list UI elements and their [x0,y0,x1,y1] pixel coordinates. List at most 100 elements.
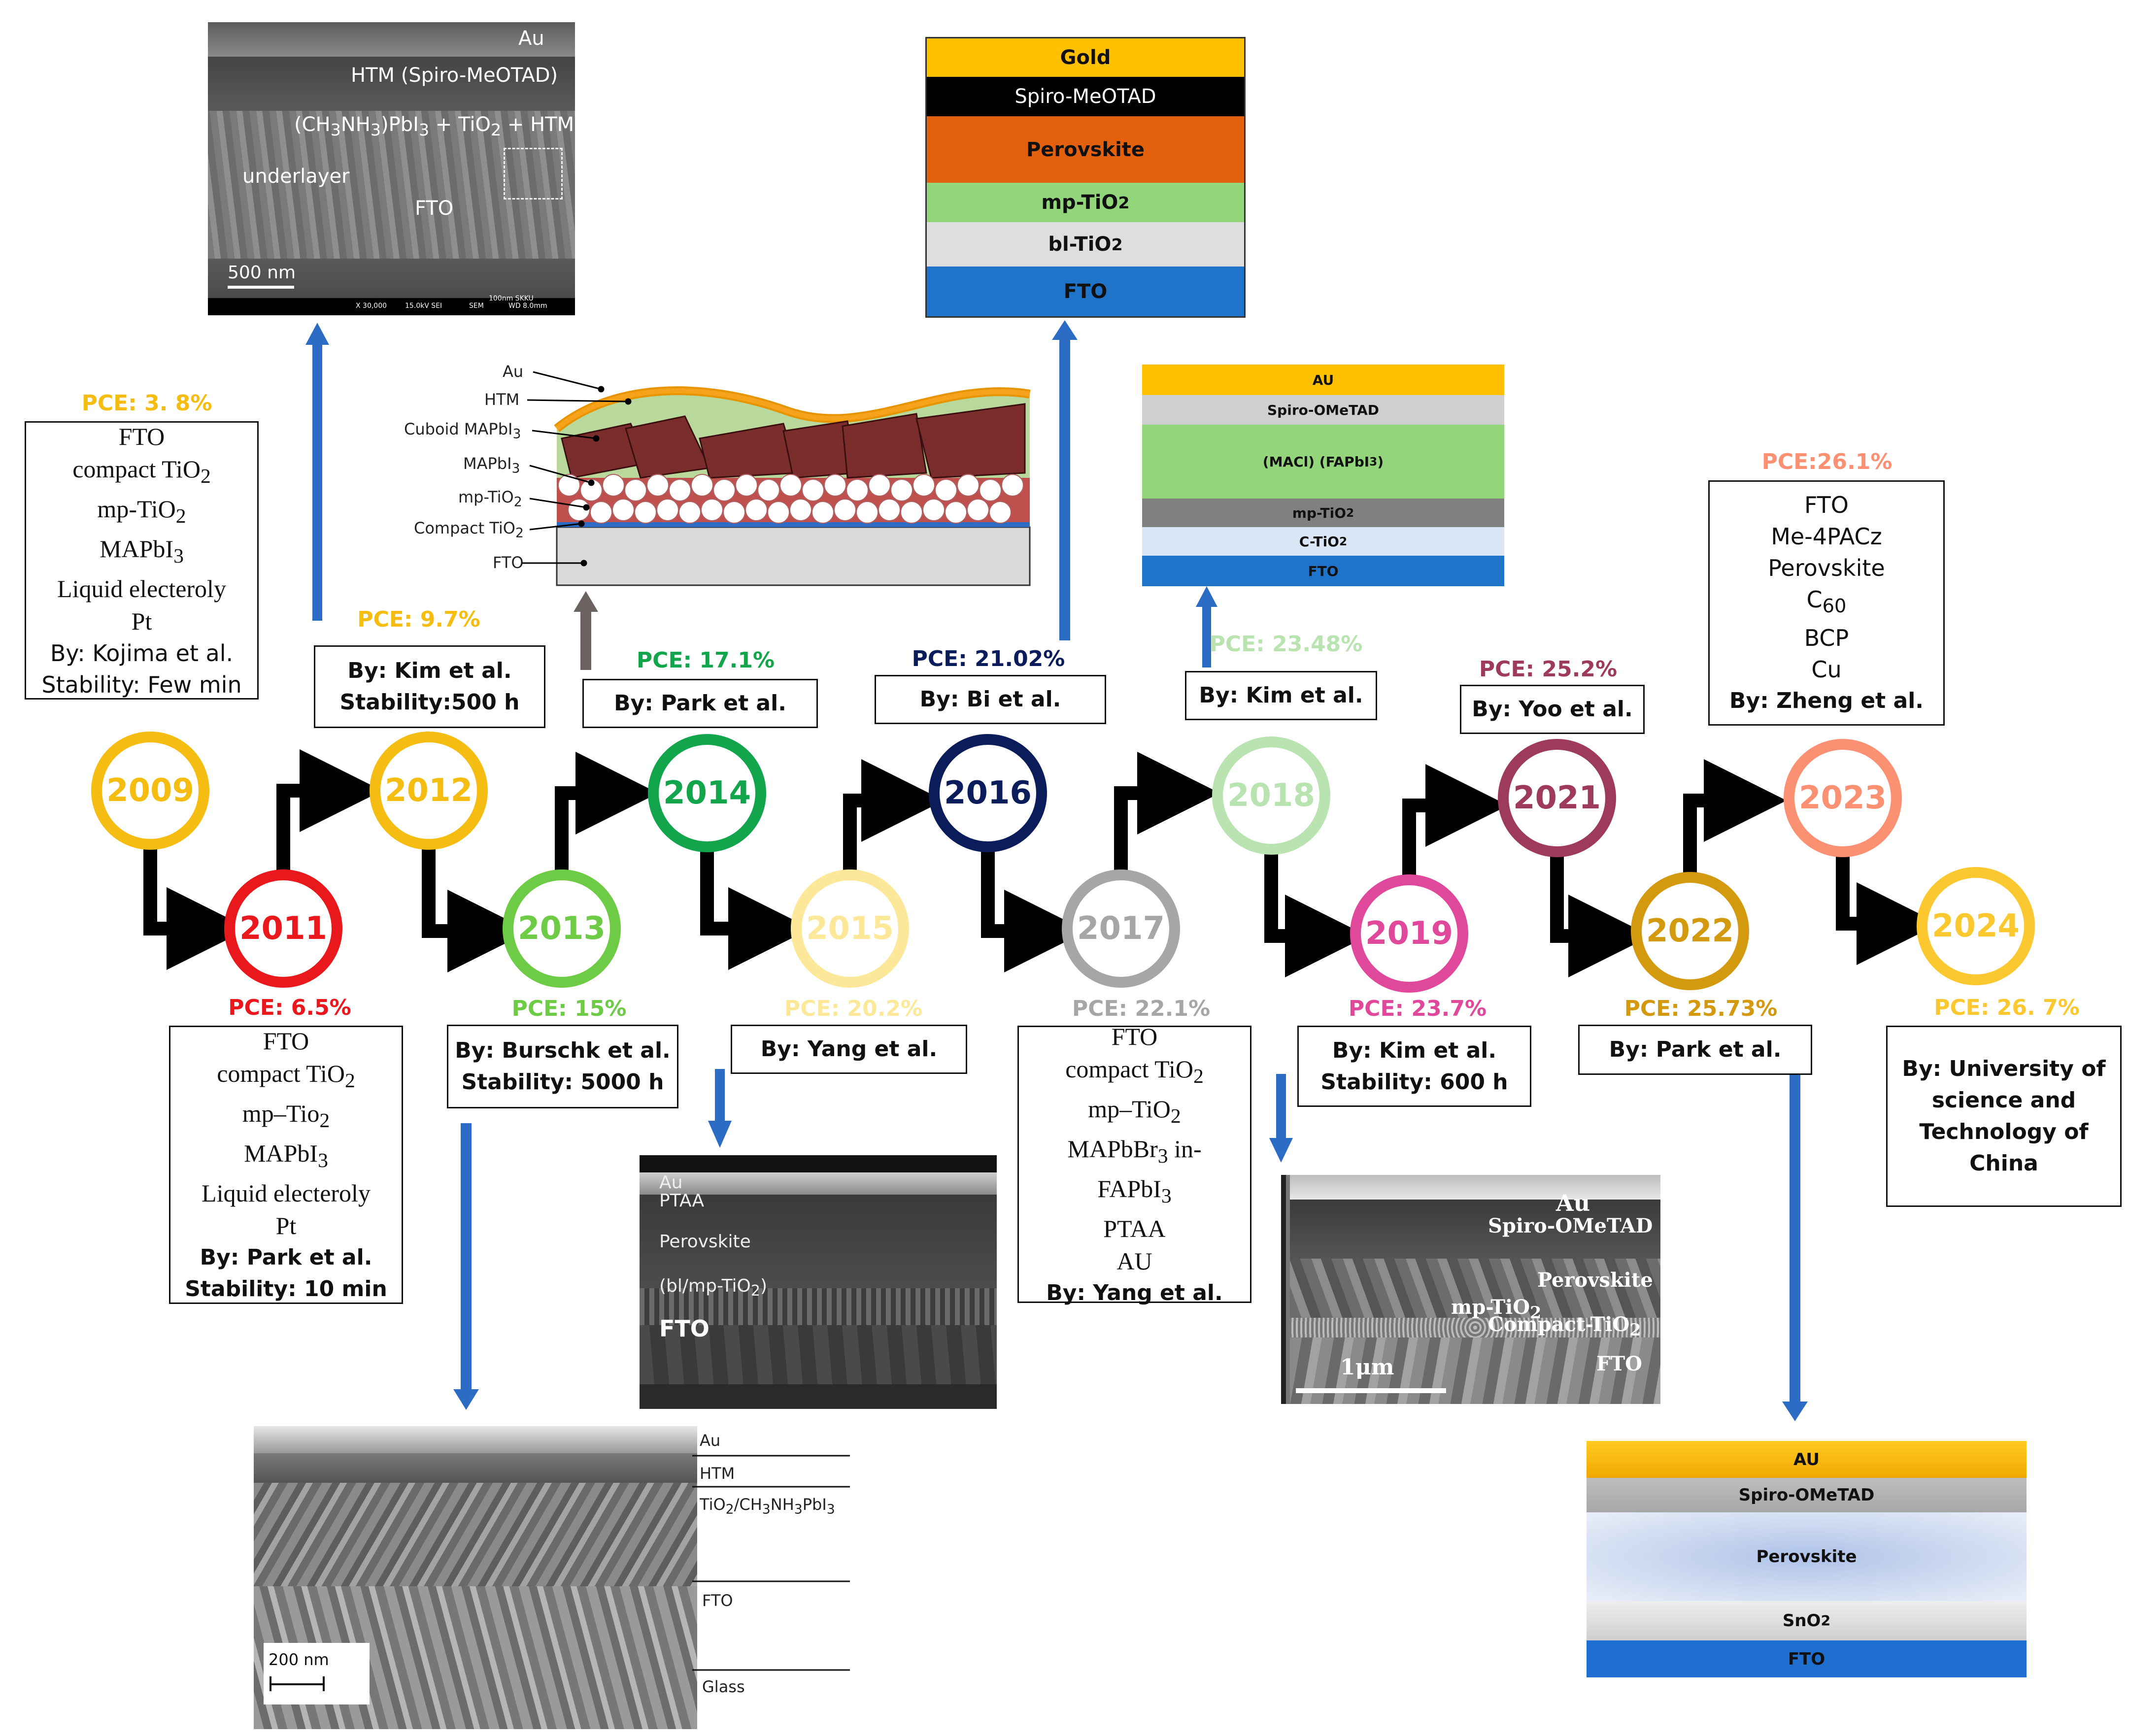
stack-layer-gold: Gold [927,38,1244,77]
gray-arrow-2014 [574,591,598,670]
info-box-2021: By: Yoo et al. [1460,685,1645,734]
blue-arrows [305,320,1808,1421]
stack-layer-au: AU [1587,1441,2027,1478]
info-box-2016: By: Bi et al. [875,675,1106,724]
connector-2012-2013 [422,847,530,972]
layer-fto: FTO [118,423,165,450]
layer-fto: FTO [1111,1022,1158,1050]
sem-label-au: Au [1556,1190,1590,1216]
author-text: By: Park et al. [1609,1037,1782,1062]
sem-image-2013: 200 nm [254,1426,697,1729]
layer-bcp: BCP [1804,625,1849,652]
layer-mapbi3: MAPbI3 [100,535,184,568]
stack-layer-spiro: Spiro-OMeTAD [1587,1478,2027,1512]
sem-label-perovskite: Perovskite [659,1232,751,1252]
schematic-label-htm: HTM [484,390,520,409]
year-label-2022: 2022 [1646,913,1734,949]
author-text: By: Yoo et al. [1472,697,1633,722]
layer-mapbbr3: MAPbBr3 in- [1067,1135,1202,1168]
sem-image-2015: Au PTAA Perovskite (bl/mp-TiO2) FTO [640,1155,997,1409]
pce-2021: PCE: 25.2% [1479,657,1618,682]
year-label-2018: 2018 [1227,777,1316,814]
year-label-2013: 2013 [517,910,606,947]
author-text: By: Park et al. [200,1245,372,1270]
layer-me-4pacz: Me-4PACz [1771,523,1882,550]
sem-label-htm: HTM [700,1464,735,1483]
sem-label-mixture: TiO2/CH3NH3PbI3 [700,1495,835,1517]
sem-label-spiro: Spiro-OMeTAD [1488,1214,1653,1237]
stack-layer-fto: FTO [1142,556,1504,586]
pce-2013: PCE: 15% [511,996,627,1021]
stack-layer-spiro: Spiro-MeOTAD [927,77,1244,116]
stack-layer-fto: FTO [1587,1640,2027,1677]
year-label-2021: 2021 [1513,780,1601,816]
layer-pt: Pt [131,607,152,635]
arrow-up-2016 [1052,320,1078,640]
stability-text: Stability: Few min [41,671,242,698]
author-text: By: Burschk et al. [455,1038,671,1063]
schematic-label-compact-tio2: Compact TiO2 [414,519,524,541]
author-text: By: Yang et al. [1046,1280,1223,1305]
layer-mp-tio2: mp-TiO2 [97,495,186,528]
arrow-up-2018 [1196,586,1217,668]
info-box-2022: By: Park et al. [1578,1025,1812,1075]
layer-c60: C60 [1806,586,1847,618]
info-box-2018: By: Kim et al. [1185,671,1377,720]
sem-scale-label: 500 nm [228,263,296,283]
year-label-2012: 2012 [384,772,473,809]
layer-electrolyte: Liquid electeroly [57,575,226,602]
sem-scale-bar [270,1683,324,1685]
arrow-down-2013 [453,1123,479,1410]
schematic-label-mapbi3: MAPbI3 [463,454,520,476]
sem-meta-mag: X 30,000 [356,302,387,310]
schematic-label-fto: FTO [493,553,524,572]
author-text-line3: Technology of [1919,1119,2089,1144]
author-text-line2: science and [1931,1088,2076,1113]
sem-meta-skku: 100nm SKKU [489,295,534,302]
info-box-2015: By: Yang et al. [731,1025,967,1074]
layer-compact-tio2: compact TiO2 [72,455,211,488]
year-label-2015: 2015 [806,910,894,947]
pce-2024: PCE: 26. 7% [1934,995,2080,1020]
author-text: By: Kim et al. [347,658,512,683]
sem-label-htm: HTM (Spiro-MeOTAD) [351,64,558,87]
info-box-2024: By: University of science and Technology… [1886,1026,2122,1207]
stack-layer-au: AU [1142,365,1504,395]
connector-2018-2019 [1264,847,1368,977]
sem-label-au: Au [659,1172,683,1193]
info-box-2019: By: Kim et al. Stability: 600 h [1297,1026,1531,1107]
year-label-2023: 2023 [1798,780,1887,816]
connector-2023-2024 [1836,852,1939,965]
sem-scale-bar [228,286,294,289]
author-text: By: Kim et al. [1199,683,1363,708]
sem-scale-label: 1μm [1340,1355,1394,1380]
stability-text: Stability: 10 min [185,1276,387,1302]
author-text: By: Zheng et al. [1729,688,1924,714]
schematic-label-au: Au [503,362,524,381]
year-label-2011: 2011 [239,910,328,947]
sem-scale-bar [1296,1388,1446,1393]
layer-perovskite: Perovskite [1768,554,1885,581]
info-box-2023: FTO Me-4PACz Perovskite C60 BCP Cu By: Z… [1708,480,1945,726]
schematic-label-mp-tio2: mp-TiO2 [458,488,522,510]
connector-2013-2014 [555,752,658,872]
sem-image-2012: Au HTM (Spiro-MeOTAD) (CH3NH3)PbI3 + TiO… [208,22,575,315]
pce-2019: PCE: 23.7% [1348,996,1487,1021]
info-box-2013: By: Burschk et al. Stability: 5000 h [447,1025,678,1108]
schematic-2014 [554,386,1031,586]
sem-label-mp-tio2: mp-TiO2 [1451,1296,1542,1322]
arrow-up-2012 [305,323,329,621]
sem-label-fto: FTO [659,1315,710,1342]
layer-mp-tio2: mp–TiO2 [1088,1095,1181,1128]
sem-meta-sem: SEM [469,302,484,310]
year-label-2009: 2009 [106,772,195,809]
author-text: By: Kojima et al. [50,640,234,667]
connector-2021-2022 [1550,845,1651,977]
layer-fto: FTO [263,1027,309,1055]
